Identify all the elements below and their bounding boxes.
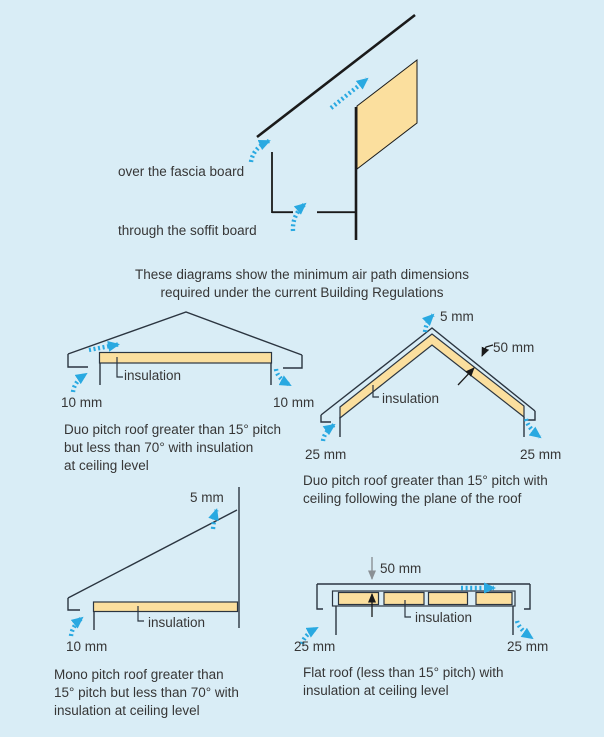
eaves-hook-left [320,415,331,423]
flat-roof-linework [299,557,534,645]
airflow-arrow-soffit-icon [290,202,307,232]
mono-pitch-caption: Mono pitch roof greater than 15° pitch b… [54,666,239,720]
caption-line: ceiling following the plane of the roof [303,491,522,506]
eaves-hook-left [67,354,88,368]
insulation-leader-line [372,385,379,398]
gap-dimension-label: 25 mm [305,447,347,462]
airflow-arrow-right-eaves-icon [514,620,534,640]
dimension-arrow-50mm-icon [481,344,494,357]
gap-dimension-label: 10 mm [66,639,108,654]
insulation-leader-line [137,606,144,622]
airflow-arrow-right-eaves-icon [273,368,292,387]
insulation-segment [427,591,469,606]
insulation-label: insulation [148,615,206,630]
eaves-hook-right [524,584,531,610]
flat-roof-caption: Flat roof (less than 15° pitch) with ins… [303,664,503,700]
duo-pitch-ceiling-linework [67,311,303,393]
insulation-leader-line [116,357,123,378]
insulation-panel [356,58,418,171]
soffit-airpath-label: through the soffit board [118,223,257,238]
eaves-hook-left [316,584,323,610]
airflow-arrow-top-icon [208,508,219,530]
airflow-arrow-ridge-icon [88,340,120,353]
fascia-airpath-label: over the fascia board [118,164,245,179]
caption-line: Mono pitch roof greater than [54,667,224,682]
insulation-label: insulation [124,368,182,383]
intro-line: These diagrams show the minimum air path… [135,267,469,282]
caption-line: Duo pitch roof greater than 15° pitch wi… [303,473,548,488]
insulation-label: insulation [415,610,473,625]
insulation-band [92,601,239,613]
gap-dimension-label: 5 mm [440,309,474,324]
roof-slope-line [256,13,416,139]
intro-line: required under the current Building Regu… [160,285,444,300]
airflow-arrow-left-eaves-icon [70,372,88,393]
caption-line: but less than 70° with insulation [64,440,254,455]
insulation-segment [475,591,513,606]
dimension-arrow-gap-icon [457,367,475,386]
insulation-label: insulation [382,391,440,406]
caption-line: insulation at ceiling level [54,703,200,718]
wall-lines [335,606,514,635]
roof-line [320,327,536,416]
duo-pitch-plane-linework [320,313,542,442]
caption-line: 15° pitch but less than 70° with [54,685,239,700]
eaves-hook-left [67,598,80,611]
insulation-leader-line [404,600,411,618]
gap-dimension-label: 25 mm [294,639,336,654]
intro-text: These diagrams show the minimum air path… [52,266,552,302]
roof-line [67,509,238,599]
airflow-arrow-left-eaves-icon [320,423,336,442]
duo-plane-caption: Duo pitch roof greater than 15° pitch wi… [303,472,548,508]
airflow-arrow-fascia-icon [248,138,271,163]
mono-pitch-linework [67,487,240,637]
roof-line [67,311,303,356]
airflow-arrow-left-eaves-icon [299,626,319,645]
airflow-arrow-right-eaves-icon [523,418,542,439]
airflow-arrow-eaves-icon [68,616,84,637]
gap-dimension-label: 25 mm [520,447,562,462]
caption-line: Duo pitch roof greater than 15° pitch [64,422,282,437]
caption-line: Flat roof (less than 15° pitch) with [303,665,504,680]
wall-lines [99,363,272,385]
airflow-arrow-ridge-icon [422,313,435,333]
ceiling-frame [331,590,516,607]
eaves-hook-right [283,355,303,369]
caption-line: at ceiling level [64,458,149,473]
gap-dimension-label: 50 mm [493,340,535,355]
duo-ceiling-caption: Duo pitch roof greater than 15° pitch bu… [64,421,281,475]
gap-dimension-label: 5 mm [190,490,224,505]
gap-dimension-label: 50 mm [380,561,422,576]
insulation-band [98,351,273,364]
airflow-arrow-slope-icon [329,77,369,110]
caption-line: insulation at ceiling level [303,683,449,698]
gap-dimension-label: 10 mm [273,395,315,410]
wall-lines [339,417,525,437]
insulation-segment [383,591,425,606]
gap-dimension-label: 25 mm [507,639,549,654]
gap-dimension-label: 10 mm [61,395,103,410]
eaves-hook-right [524,411,536,421]
eaves-detail-linework [248,13,418,240]
